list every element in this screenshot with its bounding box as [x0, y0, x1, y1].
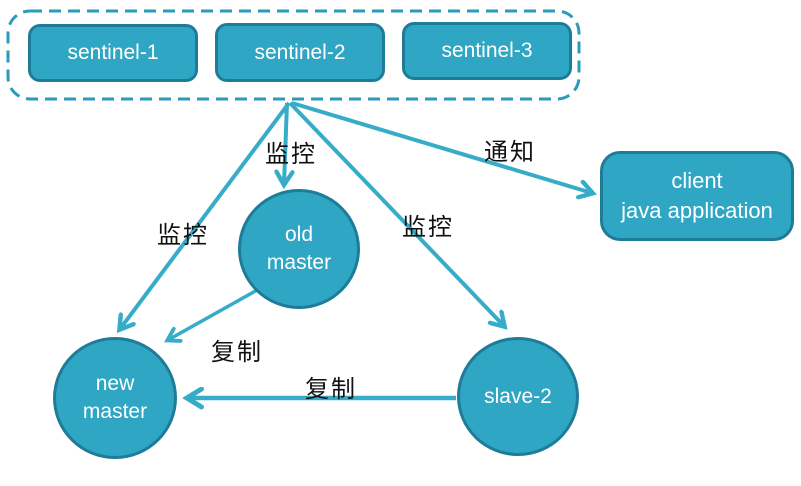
- node-sentinel-3-label: sentinel-3: [441, 39, 533, 62]
- node-sentinel-1-label: sentinel-1: [67, 41, 159, 64]
- node-sentinel-2: sentinel-2: [215, 23, 385, 82]
- node-sentinel-3: sentinel-3: [402, 22, 572, 80]
- node-old-master: old master: [238, 189, 360, 309]
- edge-label-notify-client: 通知: [484, 138, 536, 166]
- node-new-master-line1: new: [95, 372, 135, 395]
- node-sentinel-2-label: sentinel-2: [254, 40, 346, 64]
- node-new-master: new master: [53, 337, 177, 459]
- node-sentinel-1: sentinel-1: [28, 24, 198, 82]
- node-slave-2: slave-2: [457, 337, 579, 456]
- node-client-line1: client: [671, 168, 723, 193]
- edge-monitor-new-master: [120, 101, 291, 329]
- node-old-master-line2: master: [266, 251, 332, 274]
- edge-label-monitor-old-master: 监控: [265, 140, 317, 168]
- node-old-master-line1: old: [284, 223, 314, 246]
- edge-replicate-old-to-new: [168, 287, 260, 340]
- node-slave-2-label: slave-2: [484, 384, 552, 408]
- node-client-java-application: client java application: [600, 151, 794, 241]
- edge-label-monitor-new-master: 监控: [157, 221, 209, 249]
- edge-monitor-slave-2: [288, 101, 504, 326]
- edge-label-replicate-slave-to-new: 复制: [305, 375, 357, 403]
- edge-notify-client: [291, 101, 592, 193]
- edge-label-monitor-slave-2: 监控: [402, 213, 454, 241]
- edge-label-replicate-old-to-new: 复制: [211, 338, 263, 366]
- sentinel-group-dashed-border: [6, 9, 581, 101]
- node-new-master-line2: master: [82, 400, 148, 423]
- node-client-line2: java application: [621, 198, 773, 223]
- edge-monitor-old-master: [284, 102, 287, 184]
